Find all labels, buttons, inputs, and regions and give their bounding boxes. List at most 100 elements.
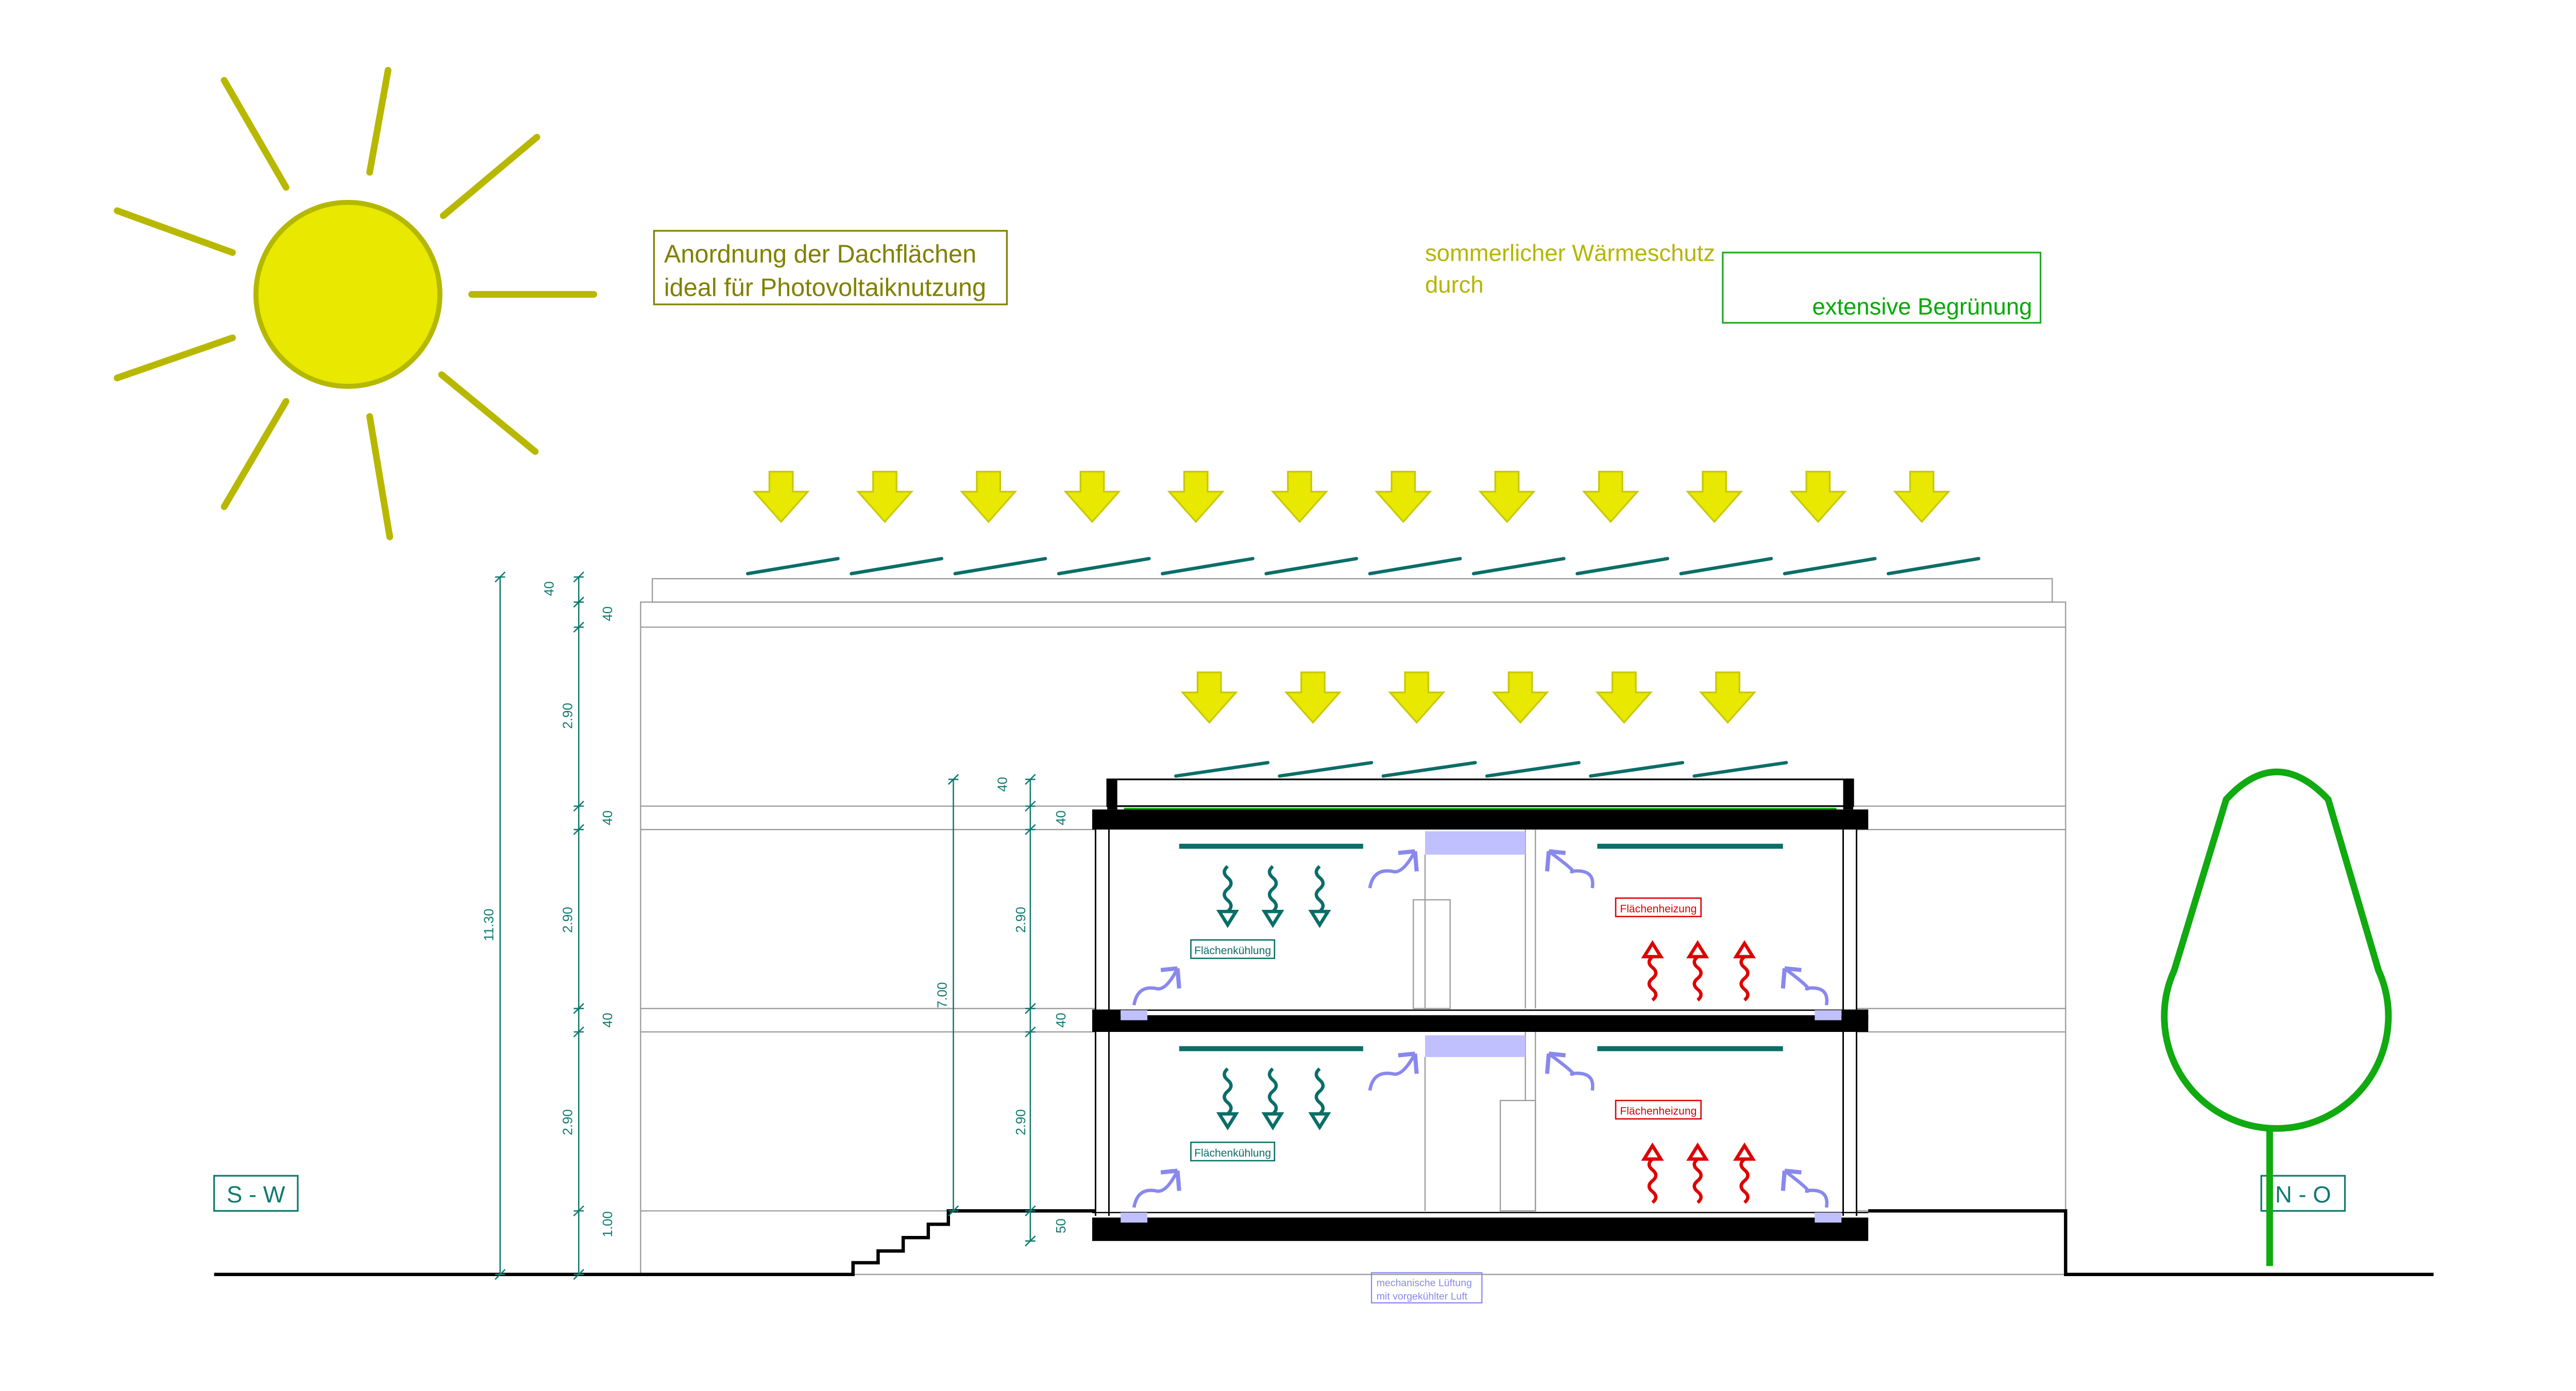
sun-ray-arrow-icon [1699, 671, 1757, 724]
dimension-label: 2.90 [1013, 1109, 1028, 1135]
summer-heat-protection-callout: sommerlicher Wärmeschutz durch extensive… [1425, 240, 2042, 324]
tree-icon [2161, 768, 2392, 1266]
cooling-arrow-icon [1216, 1067, 1239, 1131]
cooling-arrow-icon [1261, 865, 1284, 928]
sun-ray-arrow-icon [856, 470, 913, 523]
dimension-label: 40 [541, 581, 557, 596]
orientation-no: N - O [2260, 1175, 2346, 1212]
sun-ray-arrow-icon [1492, 671, 1549, 724]
sun-ray-arrow-icon [1167, 470, 1225, 523]
heating-label: Flächenheizung [1620, 1106, 1697, 1117]
pv-panel [953, 557, 1047, 575]
pv-panel [1278, 761, 1374, 778]
sun-ray-arrow-icon [960, 470, 1018, 523]
pv-callout-line1: Anordnung der Dachflächen [664, 241, 976, 268]
door [1413, 899, 1451, 1009]
air-ducts [1121, 831, 1842, 1223]
air-flow-arrow-icon [1368, 1051, 1419, 1091]
air-flow-arrow-icon [1368, 849, 1419, 889]
cooling-label: Flächenkühlung [1194, 945, 1271, 957]
sun-ray-arrow-icon [1180, 671, 1238, 724]
sun-ray-arrow-icon [1270, 470, 1329, 523]
cooling-arrow-icon [1261, 1067, 1284, 1131]
heating-arrow-icon [1641, 1142, 1664, 1204]
heating-arrow-icon [1686, 1142, 1709, 1204]
air-flow-arrow-icon [1132, 1168, 1181, 1208]
pv-panel [1886, 557, 1980, 575]
sun-ray-arrow-icon [1893, 470, 1951, 523]
base-slab [1092, 1217, 1869, 1241]
door [1499, 1099, 1536, 1212]
pv-panel [1368, 557, 1462, 575]
sun-ray-arrow-icon [1686, 470, 1743, 523]
ventilation-line1: mechanische Lüftung [1377, 1277, 1472, 1288]
dimension-label: 40 [600, 606, 615, 621]
sun-ray-arrow-icon [1375, 470, 1432, 523]
pv-panel [1057, 557, 1151, 575]
dimension-label: 2.90 [560, 703, 575, 729]
dimension-lines: 11.30 40 40 2.90 40 2.90 40 2.90 1.00 7.00 40 40 2.9… [481, 571, 1069, 1280]
heating-label: Flächenheizung [1620, 903, 1697, 915]
ventilation-line2: mit vorgekühlter Luft [1377, 1291, 1468, 1302]
heating-arrow-icon [1686, 940, 1709, 1002]
pv-panel [1679, 557, 1773, 575]
dimension-label: 40 [1053, 810, 1069, 825]
sun-ray-arrow-icon [1582, 470, 1639, 523]
heating-arrow-icon [1733, 940, 1756, 1002]
solar-arrows [752, 470, 1951, 724]
pv-panel [850, 557, 944, 575]
building-section: FlächenkühlungFlächenheizungFlächenkühlu… [1092, 778, 1869, 1241]
pv-panel [1174, 761, 1270, 778]
dimension-label: 2.90 [560, 907, 575, 933]
air-flow-arrow-icon [1545, 1051, 1595, 1091]
sun-icon [113, 66, 598, 540]
pv-callout: Anordnung der Dachflächen ideal für Phot… [653, 230, 1008, 306]
dimension-label: 50 [1053, 1218, 1069, 1233]
pv-panels [745, 557, 1980, 778]
ventilation-callout: mechanische Lüftung mit vorgekühlter Luf… [1370, 1272, 1483, 1304]
sun-ray-arrow-icon [1284, 671, 1342, 724]
cooling-arrow-icon [1308, 1067, 1331, 1131]
pv-panel [1471, 557, 1566, 575]
ground-line [214, 1209, 1096, 1276]
heating-arrow-icon [1733, 1142, 1756, 1204]
dimension-label: 40 [1053, 1013, 1069, 1028]
sun-ray-arrow-icon [752, 470, 810, 523]
dimension-label: 2.90 [1013, 907, 1028, 933]
summer-line2: durch [1425, 272, 1484, 298]
pv-panel [1161, 557, 1255, 575]
pv-panel [1264, 557, 1359, 575]
ground-line-right [1868, 1209, 2434, 1276]
sun-ray-arrow-icon [1388, 671, 1446, 724]
dimension-label: 40 [994, 777, 1010, 792]
air-flow-arrow-icon [1545, 849, 1595, 889]
cooling-arrow-icon [1216, 865, 1239, 928]
pv-panel [1381, 761, 1477, 778]
cooling-label: Flächenkühlung [1194, 1147, 1271, 1159]
air-flow-arrow-icon [1132, 966, 1181, 1006]
floor-slab [1092, 1015, 1869, 1032]
cooling-arrow-icon [1308, 865, 1331, 928]
sun-ray-arrow-icon [1789, 470, 1847, 523]
air-flow-arrow-icon [1781, 966, 1829, 1006]
orientation-right-label: N - O [2275, 1181, 2331, 1208]
dimension-label: 40 [600, 1013, 615, 1028]
pv-panel [1589, 761, 1685, 778]
roof-slab [1092, 809, 1869, 830]
dimension-label: 7.00 [935, 982, 950, 1008]
dimension-label: 1.00 [600, 1211, 615, 1237]
pv-panel [1692, 761, 1788, 778]
air-flow-arrow-icon [1781, 1168, 1829, 1208]
sun-ray-arrow-icon [1595, 671, 1653, 724]
sun-ray-arrow-icon [1478, 470, 1536, 523]
dimension-label: 11.30 [481, 909, 497, 941]
dimension-label: 2.90 [560, 1109, 575, 1135]
pv-panel [1783, 557, 1877, 575]
pv-callout-line2: ideal für Photovoltaiknutzung [664, 274, 986, 302]
orientation-sw: S - W [213, 1175, 299, 1212]
pv-panel [745, 557, 840, 575]
pv-panel [1575, 557, 1669, 575]
heating-arrow-icon [1641, 940, 1664, 1002]
pv-panel [1485, 761, 1581, 778]
